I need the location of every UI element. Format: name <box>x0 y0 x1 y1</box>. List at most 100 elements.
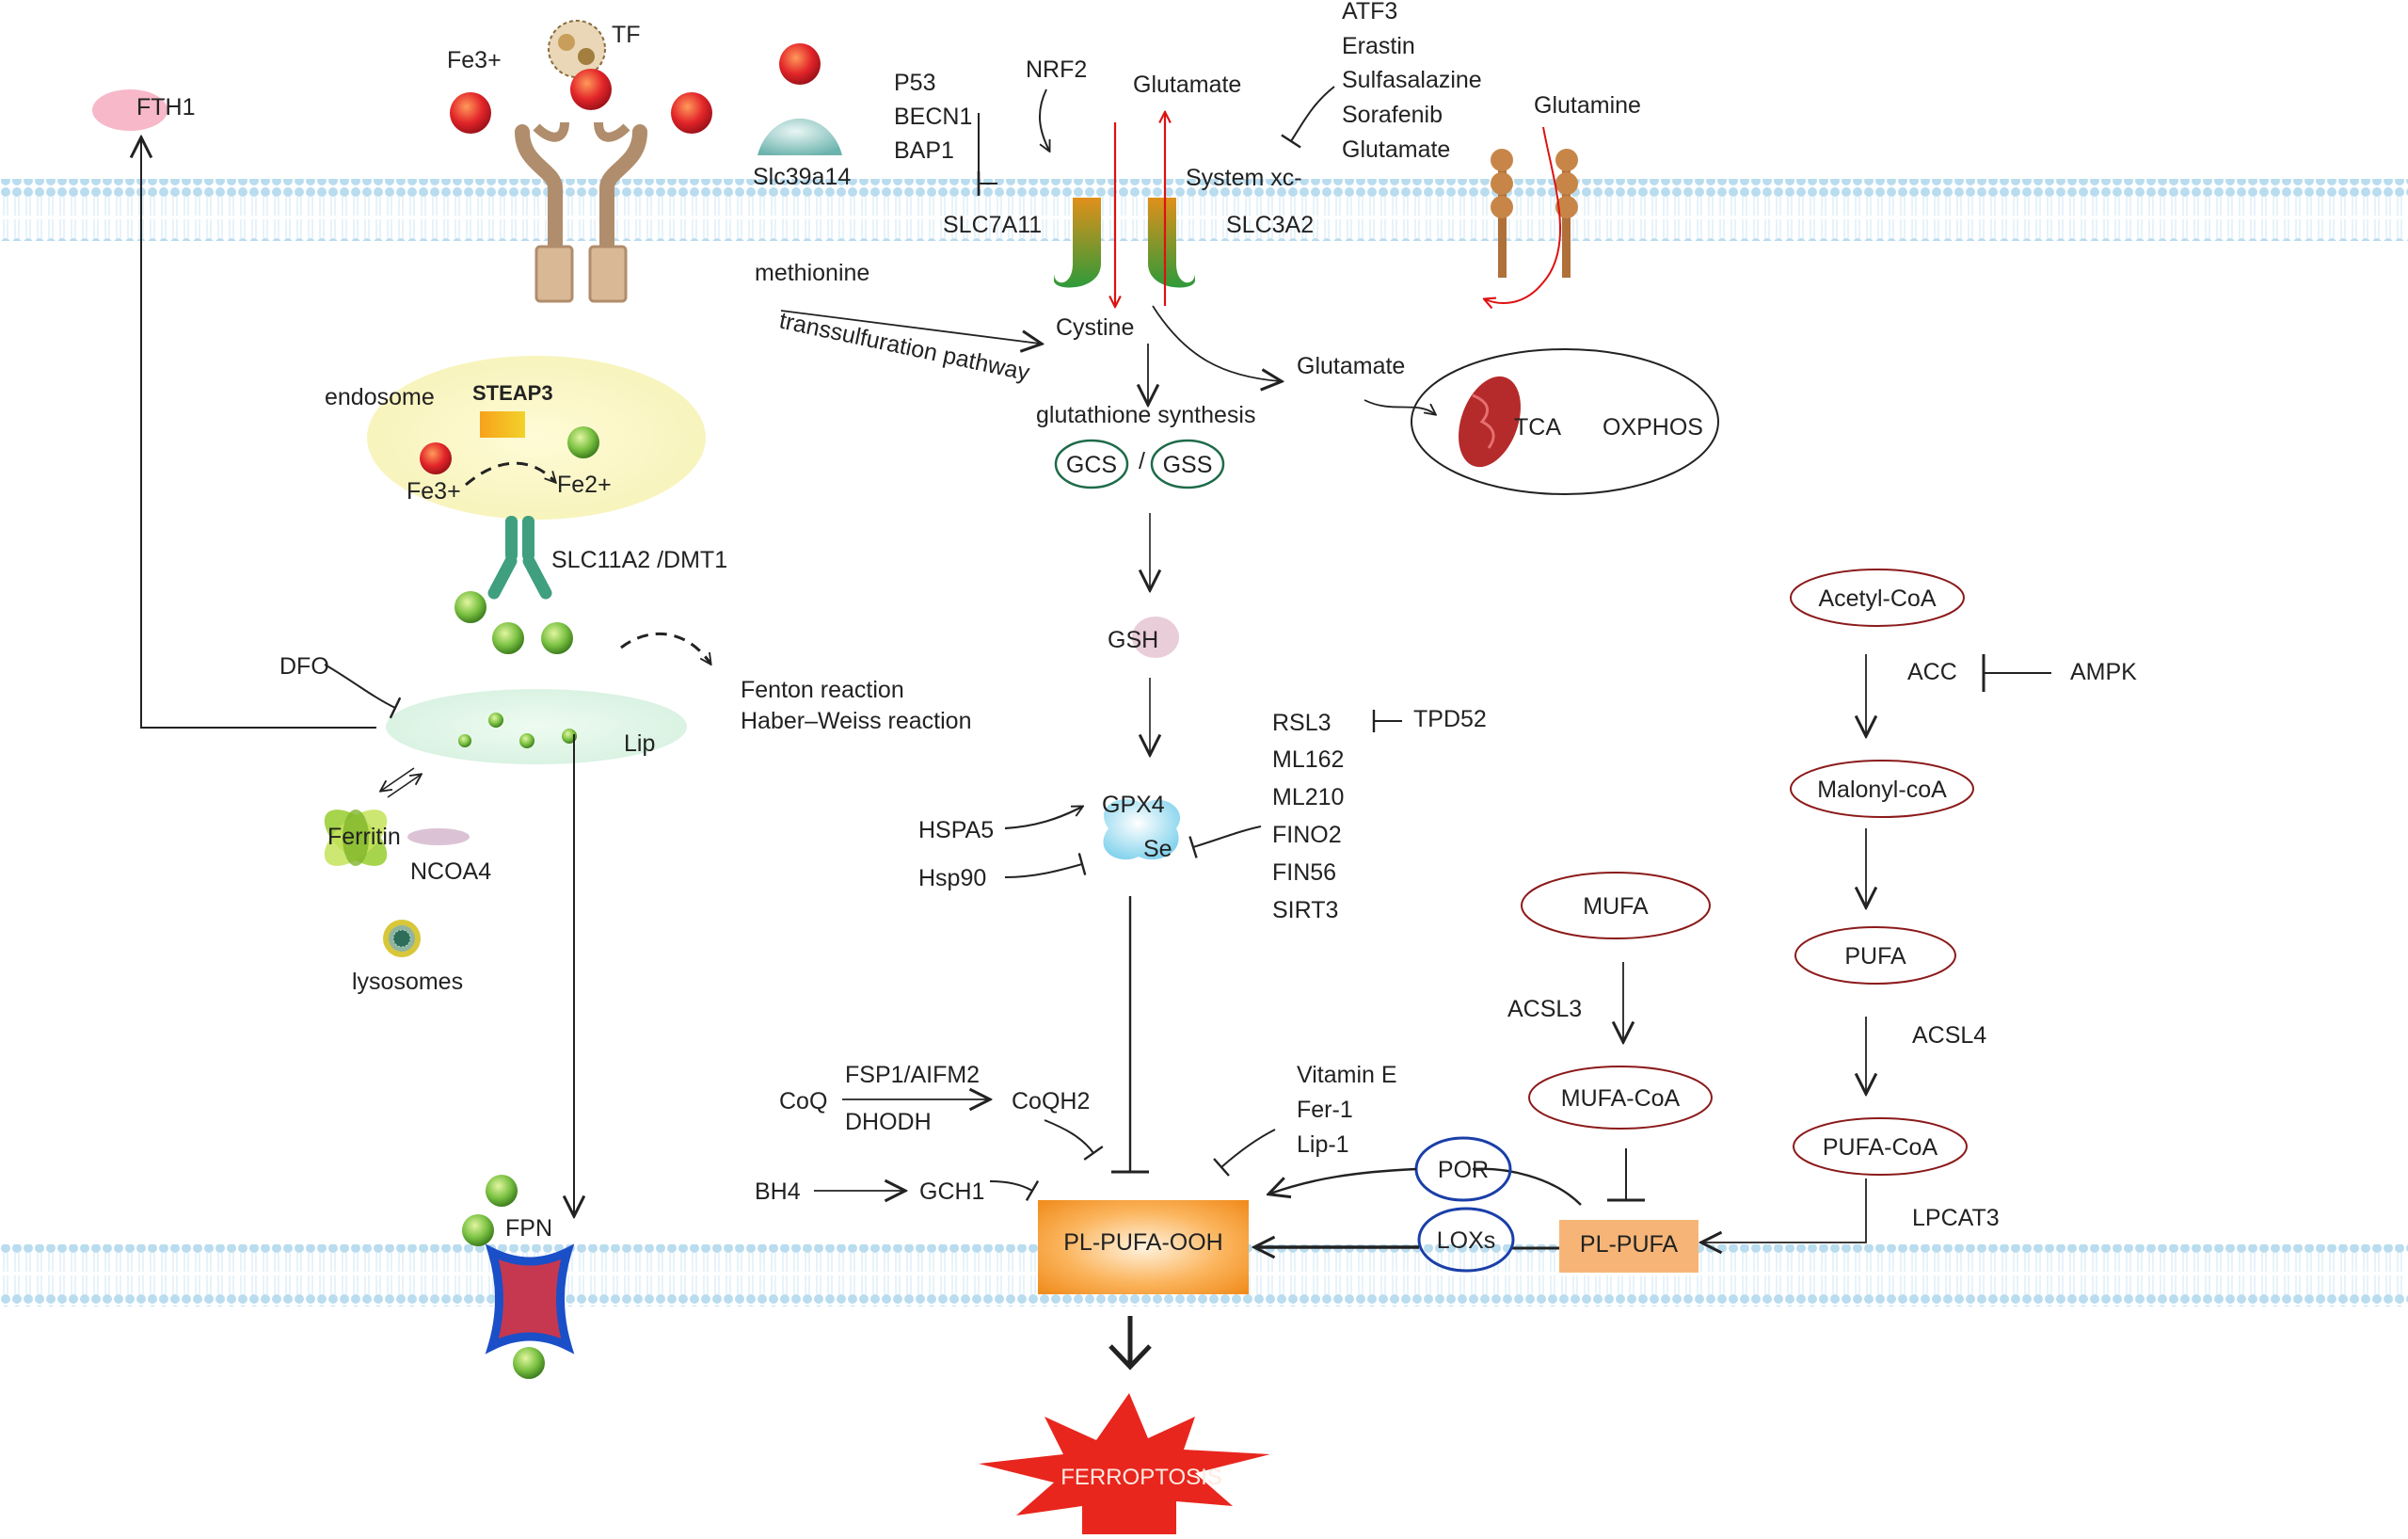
fe2-iron-icon <box>519 733 534 748</box>
fe3-iron-icon <box>671 92 712 134</box>
steap3-label: STEAP3 <box>472 381 553 405</box>
fth1-protein-icon <box>92 89 167 131</box>
fe2-iron-icon <box>486 1175 518 1207</box>
fe3-iron-icon <box>420 442 452 474</box>
glutamate-pathway-arrow <box>1152 305 1280 381</box>
ferritin-icon <box>324 810 388 866</box>
mufa-coa-label: MUFA-CoA <box>1561 1085 1681 1112</box>
bh4-label: BH4 <box>755 1178 801 1205</box>
slc7a11-label: SLC7A11 <box>943 212 1042 238</box>
fer1-label: Fer-1 <box>1297 1097 1353 1123</box>
oxphos-label: OXPHOS <box>1603 414 1703 441</box>
antioxidant-inhibition <box>1213 1129 1276 1177</box>
steap3-enzyme-icon <box>480 411 525 438</box>
lip-label: Lip <box>624 730 655 757</box>
becn1-label: BECN1 <box>894 104 972 130</box>
hspa5-activation-arrow <box>1004 807 1082 830</box>
mufa-label: MUFA <box>1583 893 1649 920</box>
gcs-enzyme <box>1054 439 1129 489</box>
slc39a14-label: Slc39a14 <box>753 164 851 190</box>
fe2-iron-icon <box>488 713 503 728</box>
gpx4-inhibitor-inhibition <box>1188 826 1262 858</box>
ampk-label: AMPK <box>2070 659 2137 685</box>
pl-pufa-box <box>1559 1220 1698 1273</box>
sirt3-label: SIRT3 <box>1272 897 1338 923</box>
ml210-label: ML210 <box>1272 784 1344 810</box>
slc7a11-transporter-icon <box>1054 198 1101 288</box>
glutamate-mid-label: Glutamate <box>1297 353 1405 379</box>
pufa-coa-label: PUFA-CoA <box>1823 1134 1938 1161</box>
fe2-iron-icon <box>462 1214 494 1246</box>
vitamin-e-label: Vitamin E <box>1297 1062 1397 1088</box>
fe3-iron-icon <box>779 43 821 85</box>
fe3-endosome-label: Fe3+ <box>407 478 461 505</box>
gsh-synthesis-label: glutathione synthesis <box>1036 402 1255 428</box>
fin56-label: FIN56 <box>1272 859 1336 886</box>
pl-pufa-label: PL-PUFA <box>1580 1231 1679 1258</box>
fenton-dashed-arrow <box>620 632 710 664</box>
loxs-enzyme <box>1417 1207 1515 1273</box>
dmt1-label: SLC11A2 /DMT1 <box>551 547 727 573</box>
fe3-iron-icon <box>570 69 612 110</box>
acetyl-coa-label: Acetyl-CoA <box>1818 585 1936 612</box>
coqh2-inhibition <box>1044 1119 1104 1161</box>
loxs-label: LOXs <box>1437 1227 1496 1254</box>
erastin-label: Erastin <box>1342 33 1415 59</box>
coq-label: CoQ <box>779 1088 827 1114</box>
glutamate-to-mitochondrion-arrow <box>1363 399 1435 414</box>
acetyl-coa-node <box>1790 569 1965 627</box>
fe3-iron-icon <box>450 92 491 134</box>
hspa5-label: HSPA5 <box>918 817 994 843</box>
methionine-to-cystine-arrow <box>780 310 1040 344</box>
slc39a14-transporter-icon <box>757 118 842 155</box>
lip1-label: Lip-1 <box>1297 1131 1349 1158</box>
pl-pufa-ooh-box <box>1038 1200 1249 1294</box>
sulfasalazine-label: Sulfasalazine <box>1342 67 1482 93</box>
pl-pufa-ooh-label: PL-PUFA-OOH <box>1063 1229 1222 1256</box>
lip-to-fth1-arrow <box>141 139 376 729</box>
tf-receptor-icon <box>515 121 647 303</box>
erastin-inhibition <box>1281 86 1335 149</box>
glutamate-inhibitor-label: Glutamate <box>1342 136 1450 163</box>
pufa-coa-node <box>1793 1117 1968 1176</box>
acsl4-label: ACSL4 <box>1912 1022 1986 1049</box>
por-label: POR <box>1438 1157 1489 1183</box>
gss-label: GSS <box>1163 452 1213 478</box>
dfo-label: DFO <box>279 653 329 680</box>
pufa-coa-to-pl-pufa-arrow <box>1703 1178 1867 1242</box>
fe3-label: Fe3+ <box>447 47 502 73</box>
coqh2-label: CoQH2 <box>1012 1088 1090 1114</box>
nrf2-activation-arrow <box>1039 88 1049 151</box>
acsl3-label: ACSL3 <box>1507 996 1582 1022</box>
fe2-iron-icon <box>567 426 599 458</box>
pufa-label: PUFA <box>1844 943 1906 970</box>
rsl3-label: RSL3 <box>1272 710 1332 736</box>
methionine-label: methionine <box>755 260 869 286</box>
endosome-label: endosome <box>325 384 435 410</box>
fe2-iron-icon <box>541 622 573 654</box>
fenton-reaction-label: Fenton reaction <box>741 677 904 703</box>
transsulfuration-label: transsulfuration pathway <box>777 307 1032 386</box>
mitochondrion-compartment <box>1411 348 1719 495</box>
gsh-label: GSH <box>1108 627 1158 653</box>
glutamine-transporter-icon <box>1491 149 1578 278</box>
glutamine-import-arrow <box>1485 126 1561 303</box>
gpx4-label: GPX4 <box>1102 792 1165 818</box>
selenium-label: Se <box>1143 836 1172 862</box>
ncoa4-protein-icon <box>407 828 470 845</box>
gsh-molecule-icon <box>1132 617 1179 658</box>
fsp1-label: FSP1/AIFM2 <box>845 1062 980 1088</box>
bap1-label: BAP1 <box>894 137 954 164</box>
mufa-node <box>1521 872 1711 939</box>
malonyl-coa-node <box>1790 760 1974 818</box>
lip-ferritin-exchange-arrow <box>387 775 421 798</box>
por-to-pl-pufa-ooh-arrow <box>1270 1167 1417 1194</box>
gcs-label: GCS <box>1066 452 1117 478</box>
tf-protein-icon <box>548 20 606 78</box>
fe2-iron-icon <box>492 622 524 654</box>
lysosome-icon <box>383 920 421 957</box>
hsp90-inhibition <box>1004 853 1087 878</box>
hsp90-label: Hsp90 <box>918 865 986 891</box>
